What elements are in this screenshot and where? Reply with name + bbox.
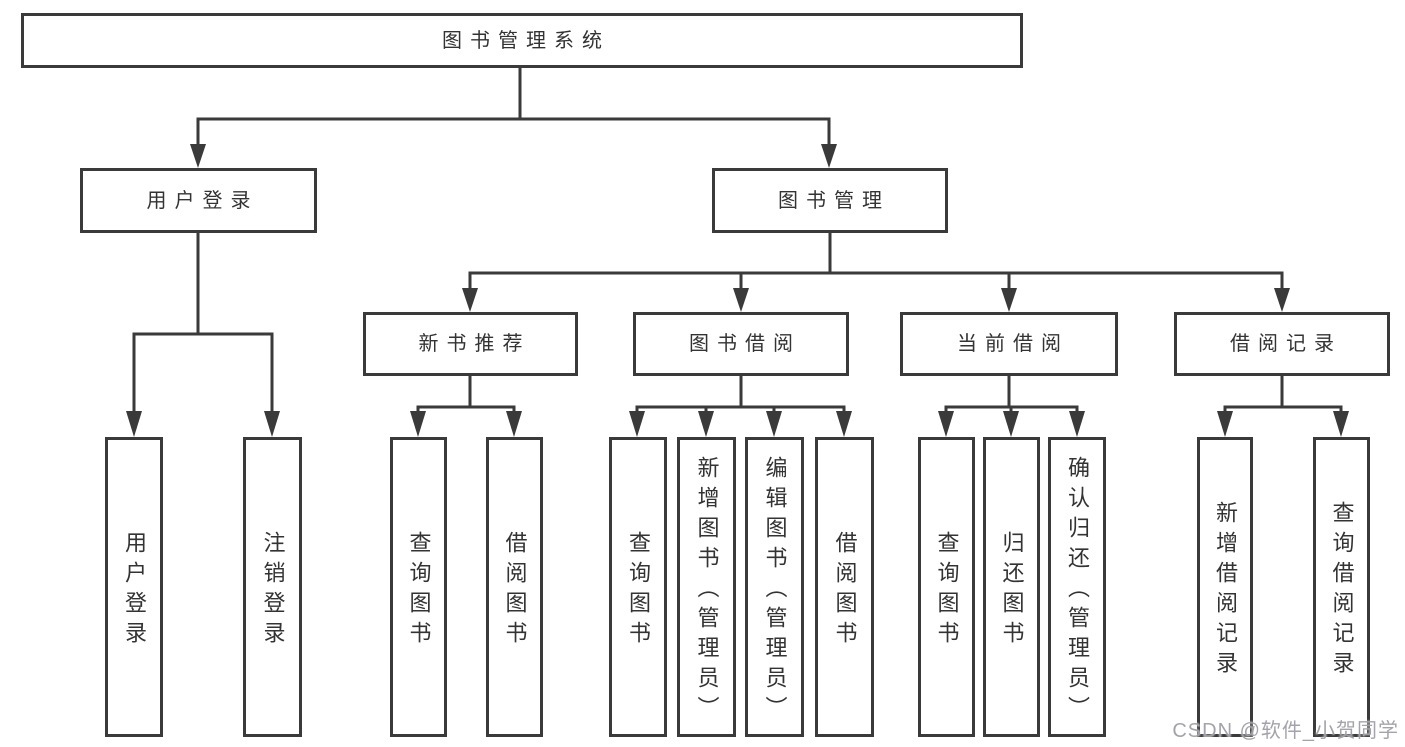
node-label: 借阅图书: [832, 531, 858, 651]
leaf-borrow-books: 借阅图书: [815, 437, 874, 737]
node-book-borrow: 图书借阅: [633, 312, 849, 376]
node-current-borrow: 当前借阅: [900, 312, 1118, 376]
node-book-management: 图书管理: [712, 168, 948, 233]
node-label: 注销登录: [260, 531, 286, 651]
leaf-query-books-current: 查询图书: [918, 437, 975, 737]
node-label: 查询图书: [934, 531, 960, 651]
node-borrow-records: 借阅记录: [1174, 312, 1390, 376]
node-label: 图书管理: [778, 189, 890, 212]
node-new-book-recommend: 新书推荐: [363, 312, 578, 376]
node-label: 查询借阅记录: [1329, 501, 1355, 681]
leaf-add-books-admin: 新增图书（管理员）: [677, 437, 736, 737]
node-label: 借阅图书: [502, 531, 528, 651]
leaf-query-books-recommend: 查询图书: [390, 437, 447, 737]
leaf-add-borrow-record: 新增借阅记录: [1197, 437, 1253, 737]
node-label: 确认归还（管理员）: [1065, 456, 1090, 726]
leaf-user-login: 用户登录: [105, 437, 163, 737]
node-label: 新增图书（管理员）: [694, 456, 720, 726]
leaf-return-books: 归还图书: [983, 437, 1040, 737]
node-label: 当前借阅: [957, 333, 1069, 355]
csdn-watermark: CSDN @软件_小贺同学: [1172, 720, 1399, 742]
node-label: 查询图书: [406, 531, 432, 651]
leaf-confirm-return-admin: 确认归还（管理员）: [1048, 437, 1106, 737]
node-label: 用户登录: [146, 189, 259, 212]
node-label: 新书推荐: [418, 333, 531, 355]
node-label: 图书管理系统: [442, 29, 610, 52]
node-label: 查询图书: [626, 531, 651, 651]
leaf-logout: 注销登录: [243, 437, 302, 737]
node-label: 图书借阅: [689, 333, 801, 355]
leaf-borrow-books-recommend: 借阅图书: [486, 437, 543, 737]
leaf-query-borrow-record: 查询借阅记录: [1313, 437, 1370, 737]
node-label: 新增借阅记录: [1213, 501, 1238, 681]
node-library-system: 图书管理系统: [21, 13, 1023, 68]
node-label: 编辑图书（管理员）: [762, 456, 788, 726]
node-label: 用户登录: [122, 531, 147, 651]
node-label: 归还图书: [999, 531, 1025, 651]
node-label: 借阅记录: [1230, 333, 1342, 355]
leaf-edit-books-admin: 编辑图书（管理员）: [745, 437, 804, 737]
leaf-query-books-borrow: 查询图书: [609, 437, 667, 737]
node-user-login-module: 用户登录: [80, 168, 317, 233]
